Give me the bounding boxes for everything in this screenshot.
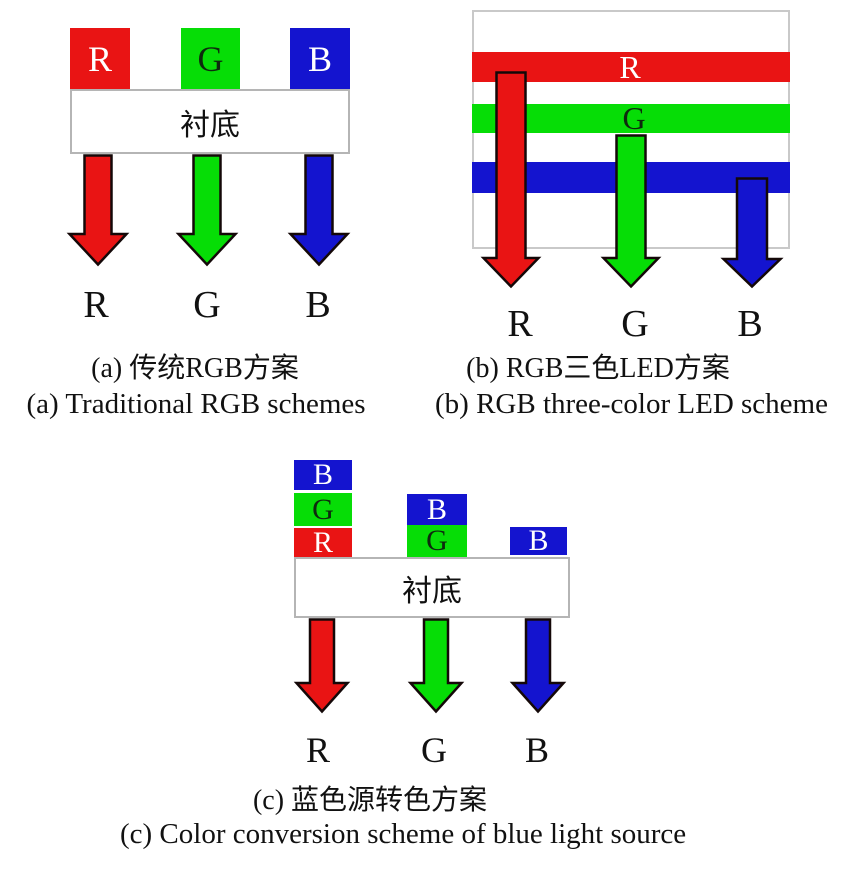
panel-c-green-light-arrow-icon xyxy=(407,618,465,714)
panel-c-output-label-g: G xyxy=(421,730,447,770)
red-arrow-shape xyxy=(480,71,542,289)
panel-c-left-blue-block: B xyxy=(294,458,352,491)
panel-c-left-red-block: R xyxy=(294,526,352,559)
caption-c-chinese: (c) 蓝色源转色方案 xyxy=(252,785,488,816)
panel-a-green-light-arrow-icon xyxy=(175,154,239,267)
panel-a-red-led-block: R xyxy=(70,28,130,89)
green-arrow-shape xyxy=(600,134,662,289)
panel-c-substrate: 衬底 xyxy=(294,557,570,618)
caption-c-english: (c) Color conversion scheme of blue ligh… xyxy=(120,818,687,850)
panel-b-green-light-arrow-icon xyxy=(600,134,662,289)
blue-arrow-shape xyxy=(509,618,567,714)
panel-a-substrate: 衬底 xyxy=(70,89,350,154)
panel-a-blue-led-block: B xyxy=(290,28,350,89)
blue-arrow-shape xyxy=(287,154,351,267)
red-arrow-shape xyxy=(66,154,130,267)
panel-c-left-green-block: G xyxy=(294,493,352,526)
panel-b-output-label-b: B xyxy=(737,303,763,345)
green-arrow-shape xyxy=(175,154,239,267)
caption-b-english: (b) RGB three-color LED scheme xyxy=(435,388,828,420)
panel-c-blue-light-arrow-icon xyxy=(509,618,567,714)
caption-b-chinese: (b) RGB三色LED方案 xyxy=(466,353,730,384)
panel-b-output-label-g: G xyxy=(621,303,649,345)
red-arrow-shape xyxy=(293,618,351,714)
panel-a-green-led-block: G xyxy=(181,28,240,89)
panel-a-output-label-g: G xyxy=(193,284,221,326)
panel-c-right-blue-block: B xyxy=(510,524,567,557)
panel-b-green-bar-label: G xyxy=(622,100,646,136)
panel-a-red-light-arrow-icon xyxy=(66,154,130,267)
panel-c-middle-blue-block: B xyxy=(407,493,467,526)
panel-b-red-bar-label: R xyxy=(619,49,641,85)
panel-b-blue-light-arrow-icon xyxy=(720,177,784,289)
panel-c-middle-green-block: G xyxy=(407,524,467,557)
panel-a-output-label-r: R xyxy=(83,284,109,326)
panel-a-output-label-b: B xyxy=(305,284,331,326)
green-arrow-shape xyxy=(407,618,465,714)
panel-c-output-label-r: R xyxy=(305,730,330,770)
panel-c-output-label-b: B xyxy=(524,730,549,770)
panel-a-blue-light-arrow-icon xyxy=(287,154,351,267)
panel-c-red-light-arrow-icon xyxy=(293,618,351,714)
panel-b-output-label-r: R xyxy=(507,303,533,345)
caption-a-chinese: (a) 传统RGB方案 xyxy=(91,353,299,384)
blue-arrow-shape xyxy=(720,177,784,289)
caption-a-english: (a) Traditional RGB schemes xyxy=(26,388,366,420)
panel-b-red-light-arrow-icon xyxy=(480,71,542,289)
